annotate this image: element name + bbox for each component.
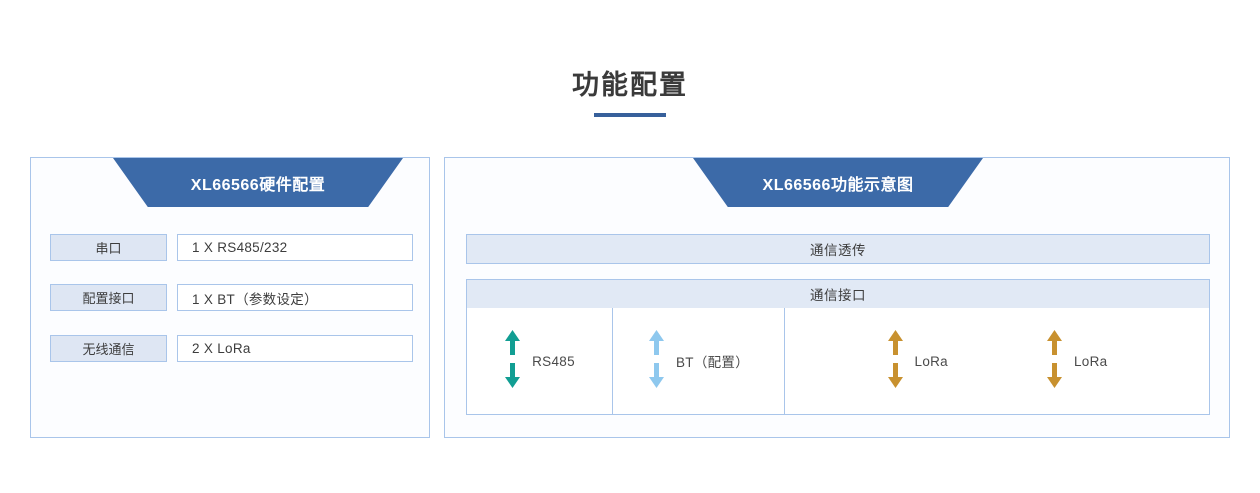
title-underline [594,113,666,117]
transparent-transmission-bar: 通信透传 [466,234,1210,264]
port-label: LoRa [914,353,948,369]
port-item: BT（配置） [648,329,750,393]
interface-cell-rs485: RS485 [467,308,613,414]
function-diagram-panel: XL66566功能示意图 通信透传 通信接口 RS485 [444,157,1230,438]
table-row: 无线通信 2 X LoRa [50,335,413,362]
table-row: 串口 1 X RS485/232 [50,234,413,261]
hw-row-value: 1 X RS485/232 [177,234,413,261]
hw-row-label: 串口 [50,234,167,261]
function-diagram-banner: XL66566功能示意图 [693,158,983,207]
page-title-block: 功能配置 [0,66,1260,117]
hw-row-value: 2 X LoRa [177,335,413,362]
double-arrow-vertical-icon [887,329,904,393]
port-label: RS485 [532,353,575,369]
hw-row-value: 1 X BT（参数设定） [177,284,413,311]
function-diagram-banner-label: XL66566功能示意图 [762,176,914,194]
communication-interface-bar: 通信接口 [466,279,1210,309]
port-label: BT（配置） [675,355,750,370]
interface-cell-bt: BT（配置） [613,308,785,414]
port-item: LoRa [1046,329,1108,393]
double-arrow-vertical-icon [648,329,665,393]
double-arrow-vertical-icon [504,329,521,393]
hardware-config-panel: XL66566硬件配置 串口 1 X RS485/232 配置接口 1 X BT… [30,157,430,438]
hardware-config-banner-label: XL66566硬件配置 [190,176,326,194]
hw-row-label: 配置接口 [50,284,167,311]
hw-row-label: 无线通信 [50,335,167,362]
double-arrow-vertical-icon [1046,329,1063,393]
page-title: 功能配置 [572,70,688,100]
port-label: LoRa [1074,353,1108,369]
interface-cell-grid: RS485 BT（配置） [466,308,1210,415]
table-row: 配置接口 1 X BT（参数设定） [50,284,413,311]
interface-cell-lora: LoRa LoRa [785,308,1209,414]
port-item: RS485 [504,329,575,393]
hardware-config-banner: XL66566硬件配置 [113,158,403,207]
port-item: LoRa [887,329,948,393]
